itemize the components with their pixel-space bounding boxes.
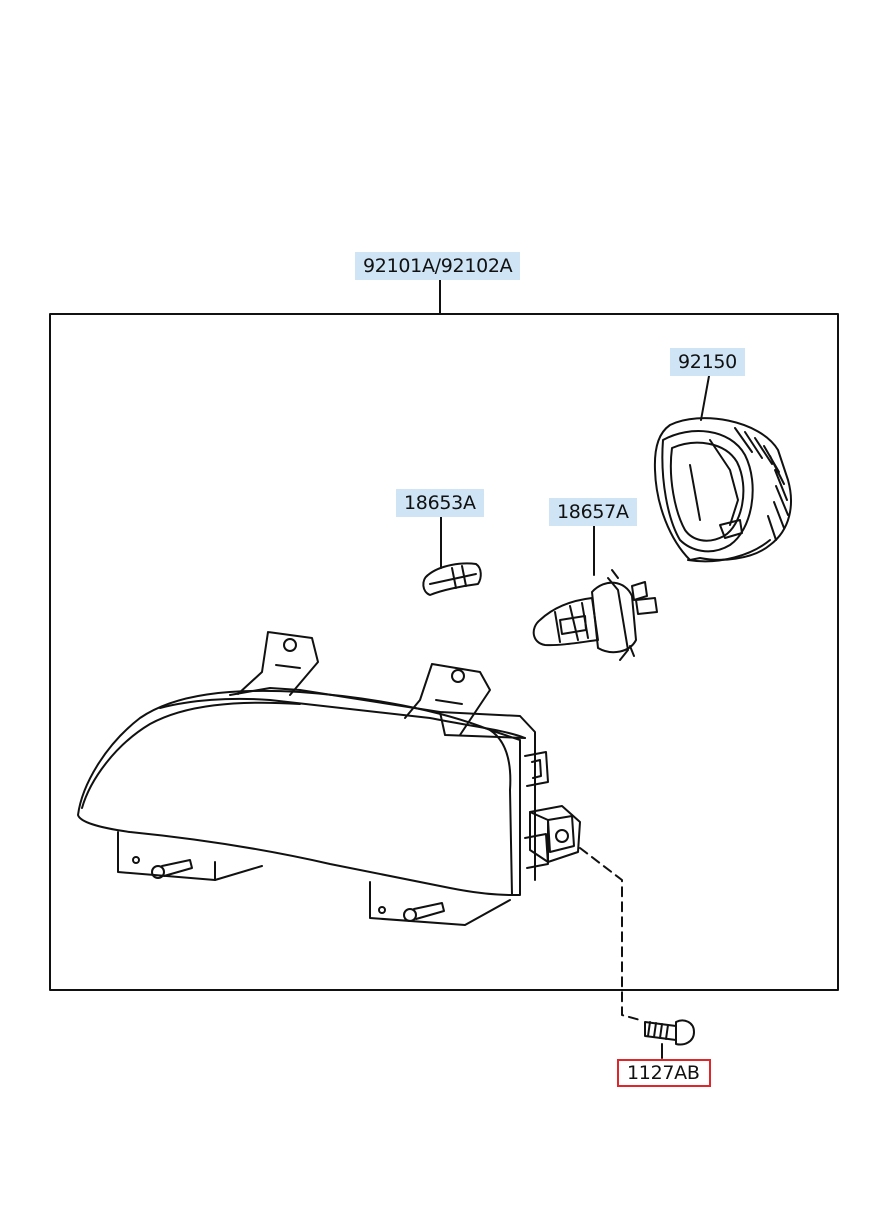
gasket-cover-drawing bbox=[653, 375, 792, 563]
headlamp-housing-drawing bbox=[77, 631, 581, 926]
side-bulb-drawing bbox=[422, 515, 482, 596]
callout-main-bulb[interactable]: 18657A bbox=[549, 498, 637, 526]
callout-side-bulb[interactable]: 18653A bbox=[396, 489, 484, 517]
callout-screw-highlighted[interactable]: 1127AB bbox=[617, 1059, 711, 1087]
callout-gasket-cover[interactable]: 92150 bbox=[670, 348, 745, 376]
screw-drawing bbox=[579, 847, 695, 1059]
assembly-frame bbox=[49, 313, 839, 991]
callout-headlamp-assembly[interactable]: 92101A/92102A bbox=[355, 252, 521, 280]
main-bulb-drawing bbox=[532, 525, 658, 661]
